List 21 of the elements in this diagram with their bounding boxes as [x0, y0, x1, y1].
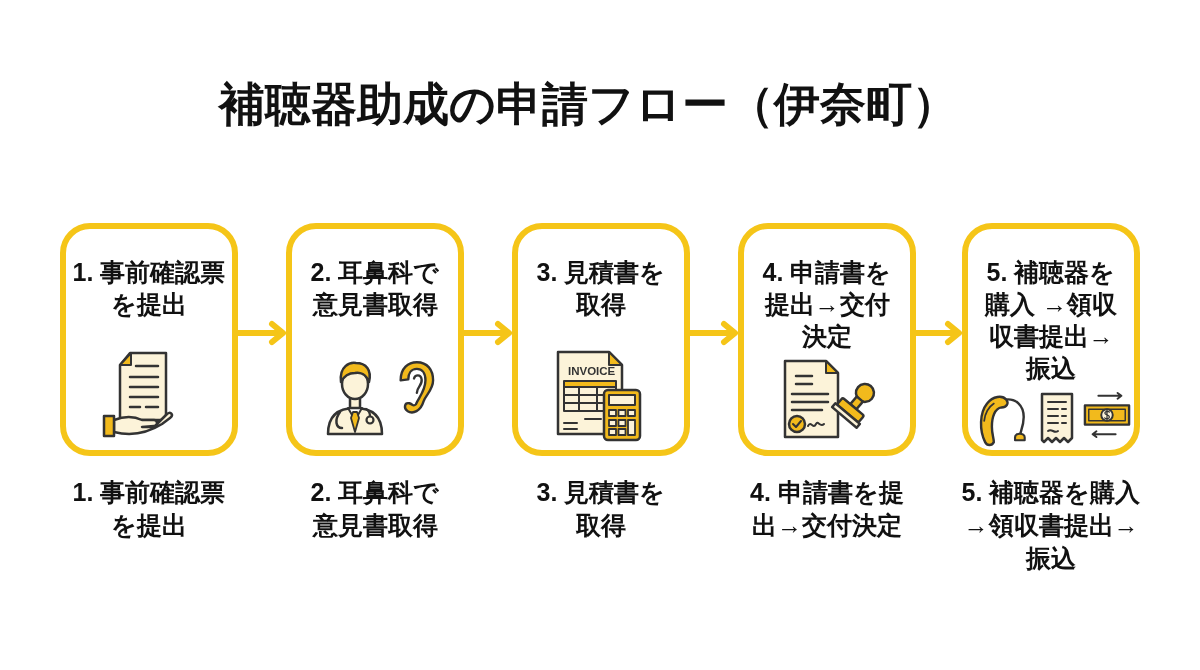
arrow: [464, 321, 512, 345]
step-box: [286, 223, 464, 456]
step-box: [738, 223, 916, 456]
step-box: [60, 223, 238, 456]
step-text: 1. 事前確認票を提出: [71, 257, 227, 320]
step-text: 3. 見積書を取得: [535, 257, 667, 320]
arrow: [690, 321, 738, 345]
arrow: [238, 321, 286, 345]
step-caption: 1. 事前確認票を提出: [71, 477, 227, 541]
step-box: [962, 223, 1140, 456]
step-box: [512, 223, 690, 456]
step-text: 4. 申請書を提出→交付決定: [761, 257, 893, 352]
arrow: [916, 321, 962, 345]
step-text: 2. 耳鼻科で意見書取得: [309, 257, 441, 320]
step-caption: 3. 見積書を取得: [535, 477, 667, 541]
step-text: 5. 補聴器を購入 →領収収書提出→振込: [983, 257, 1118, 384]
title: 補聴器助成の申請フロー（伊奈町）: [217, 77, 959, 132]
step-caption: 5. 補聴器を購入→領収書提出→振込: [960, 477, 1142, 574]
step-caption: 2. 耳鼻科で意見書取得: [309, 477, 441, 541]
step-caption: 4. 申請書を提出→交付決定: [749, 477, 905, 541]
document-heading: INVOICE: [568, 364, 616, 378]
